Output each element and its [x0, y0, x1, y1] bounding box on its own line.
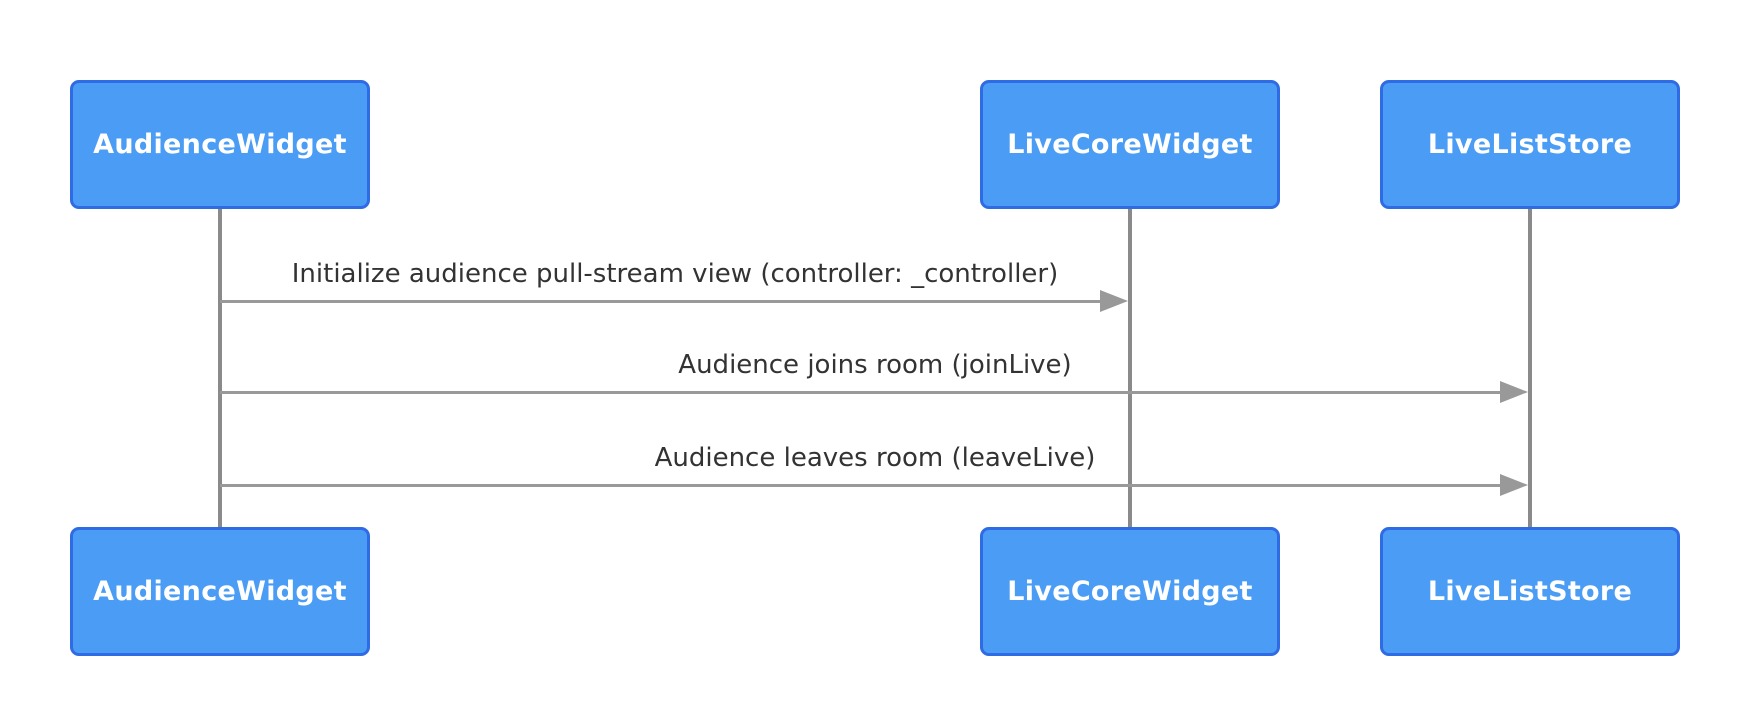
message-3-label: Audience leaves room (leaveLive) [654, 443, 1096, 473]
lifeline-audience-widget [218, 209, 222, 527]
message-2-label: Audience joins room (joinLive) [678, 350, 1072, 380]
participant-audience-widget-bottom: AudienceWidget [70, 527, 370, 656]
message-2-line [220, 391, 1502, 394]
message-3-line [220, 484, 1502, 487]
arrowhead-icon [1500, 381, 1528, 403]
arrowhead-icon [1500, 474, 1528, 496]
lifeline-live-list-store [1528, 209, 1532, 527]
participant-label: LiveListStore [1427, 129, 1633, 160]
participant-live-list-store-bottom: LiveListStore [1380, 527, 1680, 656]
participant-label: AudienceWidget [93, 576, 347, 607]
participant-label: AudienceWidget [93, 129, 347, 160]
participant-label: LiveCoreWidget [1007, 576, 1253, 607]
arrowhead-icon [1100, 290, 1128, 312]
participant-live-list-store-top: LiveListStore [1380, 80, 1680, 209]
participant-label: LiveListStore [1427, 576, 1633, 607]
participant-live-core-widget-bottom: LiveCoreWidget [980, 527, 1280, 656]
participant-live-core-widget-top: LiveCoreWidget [980, 80, 1280, 209]
lifeline-live-core-widget [1128, 209, 1132, 527]
participant-label: LiveCoreWidget [1007, 129, 1253, 160]
message-1-line [220, 300, 1102, 303]
message-1-label: Initialize audience pull-stream view (co… [291, 259, 1059, 289]
participant-audience-widget-top: AudienceWidget [70, 80, 370, 209]
